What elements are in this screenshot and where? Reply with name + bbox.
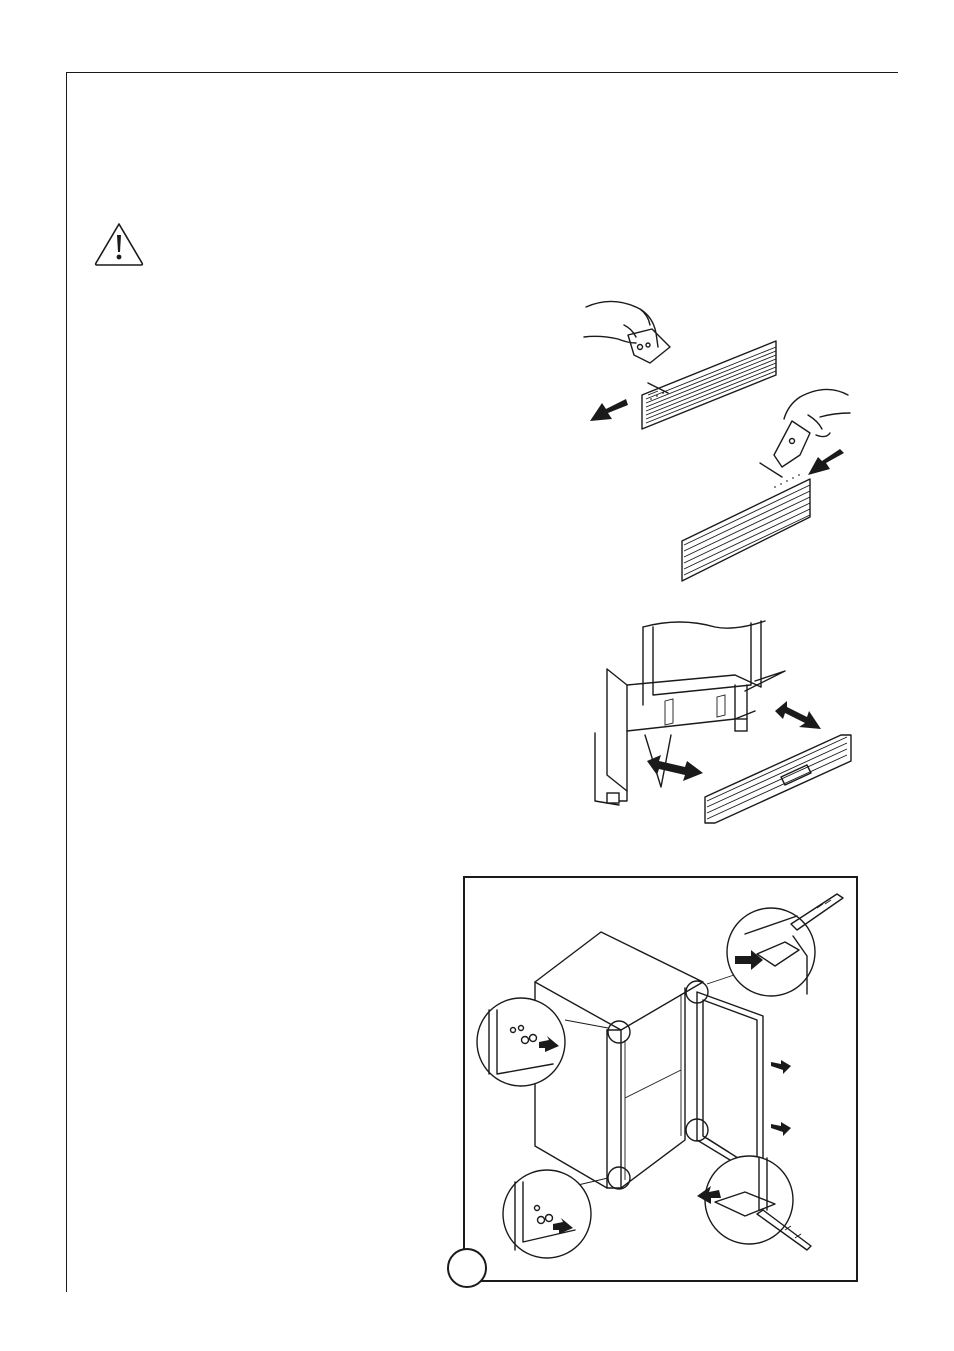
plinth-panel	[705, 735, 851, 823]
figure-number-circle	[448, 1249, 486, 1287]
door	[697, 992, 791, 1180]
top-rule	[66, 72, 898, 73]
detail-bottom-right	[697, 1156, 811, 1250]
grille-removal-drawing	[578, 295, 863, 585]
hinge-circle-bottom-left	[608, 1167, 630, 1189]
hand-upper	[584, 301, 670, 363]
arrow-pull-lower	[808, 449, 844, 475]
arrow-pull-upper	[590, 399, 628, 421]
left-rule	[66, 72, 67, 1292]
grille-lower	[682, 463, 810, 581]
detail-top-right	[727, 894, 843, 996]
arrow-double-lower	[647, 755, 703, 781]
hinge-circle-top-left	[608, 1021, 630, 1043]
detail-top-left	[477, 998, 565, 1086]
detail-bottom-left	[503, 1170, 591, 1258]
plinth-drawing	[585, 615, 865, 830]
warning-triangle-icon	[93, 221, 145, 267]
door-hinge-removal-drawing	[445, 870, 865, 1290]
arrow-double-upper	[775, 701, 821, 729]
